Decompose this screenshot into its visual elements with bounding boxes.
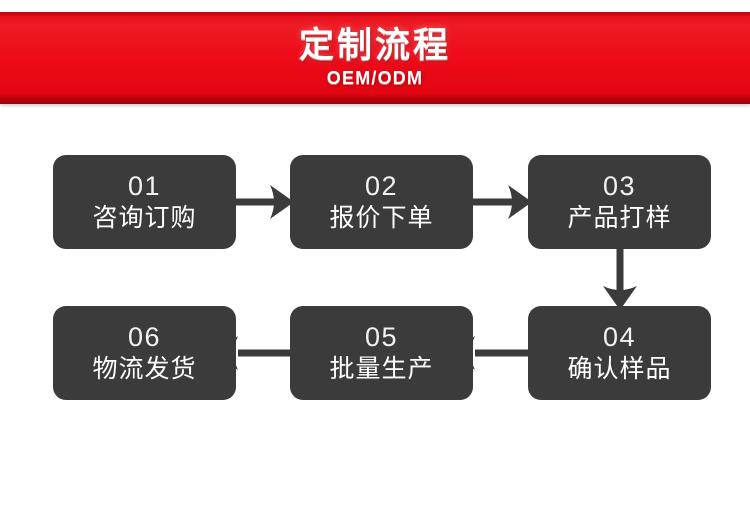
flow-step-02[interactable]: 02 报价下单	[290, 155, 473, 249]
flow-step-05[interactable]: 05 批量生产	[290, 306, 473, 400]
arrow-down-icon-step03-to-step04	[600, 246, 640, 310]
arrow-right-icon-step02-to-step03	[470, 182, 532, 222]
flow-step-02-number: 02	[364, 171, 399, 201]
header-banner: 定制流程 OEM/ODM	[0, 12, 750, 104]
flow-step-04-label: 确认样品	[567, 355, 672, 383]
flow-step-05-number: 05	[364, 322, 399, 352]
flow-step-03[interactable]: 03 产品打样	[528, 155, 711, 249]
flow-step-04-number: 04	[602, 322, 637, 352]
header-banner-content: 定制流程 OEM/ODM	[0, 12, 750, 104]
arrow-right-icon-step01-to-step02	[232, 182, 294, 222]
process-flow-diagram: 01 咨询订购 02 报价下单 03 产品打样 04 确认样品 05 批量生产 …	[0, 104, 750, 508]
flow-step-06-number: 06	[127, 322, 162, 352]
page-title: 定制流程	[298, 26, 451, 66]
flow-step-01[interactable]: 01 咨询订购	[53, 155, 236, 249]
flow-step-06[interactable]: 06 物流发货	[53, 306, 236, 400]
flow-step-06-label: 物流发货	[92, 355, 197, 383]
flow-step-03-number: 03	[602, 171, 637, 201]
flow-step-01-number: 01	[127, 171, 162, 201]
flow-step-04[interactable]: 04 确认样品	[528, 306, 711, 400]
flow-step-03-label: 产品打样	[567, 204, 672, 232]
flow-step-05-label: 批量生产	[329, 355, 434, 383]
flow-step-02-label: 报价下单	[329, 204, 434, 232]
page-subtitle: OEM/ODM	[326, 67, 424, 88]
flow-step-01-label: 咨询订购	[92, 204, 197, 232]
